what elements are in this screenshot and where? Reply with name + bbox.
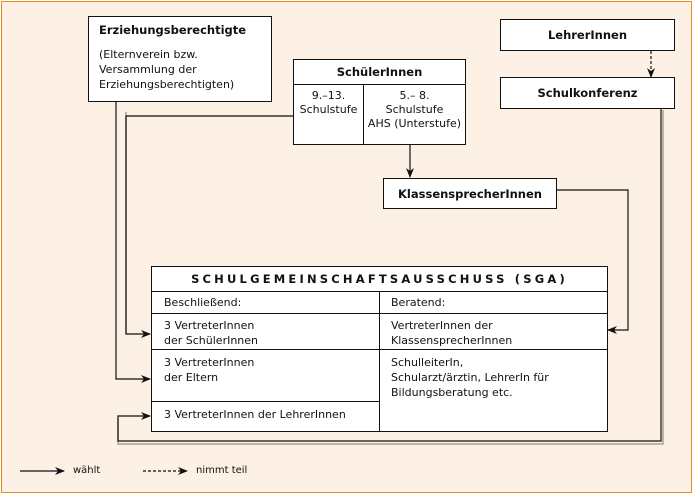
sga-right-row-line: Bildungsberatung etc. xyxy=(391,386,513,399)
edge-schueler-sga xyxy=(125,115,293,338)
divider xyxy=(152,349,607,350)
node-title: KlassensprecherInnen xyxy=(398,187,542,201)
edge-klassensprecher-sga xyxy=(556,189,629,334)
divider xyxy=(379,291,380,431)
node-cell-line: Schulstufe xyxy=(385,103,444,116)
sga-title: SCHULGEMEINSCHAFTSAUSSCHUSS (SGA) xyxy=(191,272,568,286)
node-title: SchülerInnen xyxy=(336,65,423,79)
legend-dashed-label: nimmt teil xyxy=(196,465,248,476)
node-lehrerinnen: LehrerInnen xyxy=(500,19,675,51)
sga-left-row-line: 3 VertreterInnen xyxy=(164,319,255,332)
node-title: LehrerInnen xyxy=(547,28,628,42)
node-cell-line: 9.–13. xyxy=(311,89,346,102)
divider xyxy=(152,313,607,314)
sga-left-header: Beschließend: xyxy=(164,296,242,309)
sga-left-row-line: der Eltern xyxy=(164,371,219,384)
node-cell-line: Schulstufe xyxy=(299,103,358,116)
node-subtitle-line: Erziehungsberechtigten) xyxy=(99,78,235,91)
sga-right-row-line: KlassensprecherInnen xyxy=(391,334,513,347)
sga-right-row-line: VertreterInnen der xyxy=(391,319,493,332)
sga-right-row-line: Schularzt/ärztin, LehrerIn für xyxy=(391,371,549,384)
divider xyxy=(294,84,465,85)
divider xyxy=(152,401,379,402)
node-cell-line: AHS (Unterstufe) xyxy=(367,117,462,130)
node-klassensprecherinnen: KlassensprecherInnen xyxy=(383,178,557,209)
divider xyxy=(363,84,364,144)
sga-left-row-line: 3 VertreterInnen xyxy=(164,356,255,369)
edge-schulkonferenz-sga xyxy=(117,108,662,442)
node-cell-line: 5.– 8. xyxy=(399,89,430,102)
node-sga: SCHULGEMEINSCHAFTSAUSSCHUSS (SGA) Beschl… xyxy=(151,266,608,432)
node-subtitle-line: Versammlung der xyxy=(99,63,197,76)
sga-left-row-line: der SchülerInnen xyxy=(164,334,259,347)
node-subtitle-line: (Elternverein bzw. xyxy=(99,48,198,61)
edge-eltern-sga xyxy=(115,102,151,383)
sga-right-row-line: SchulleiterIn, xyxy=(391,356,464,369)
node-title: Schulkonferenz xyxy=(537,86,638,100)
legend-solid-label: wählt xyxy=(73,465,101,476)
node-schulkonferenz: Schulkonferenz xyxy=(500,77,675,109)
node-title: Erziehungsberechtigte xyxy=(99,23,247,37)
node-erziehungsberechtigte: Erziehungsberechtigte (Elternverein bzw.… xyxy=(88,16,272,102)
node-schuelerinnen: SchülerInnen 9.–13. Schulstufe 5.– 8. Sc… xyxy=(293,59,466,145)
sga-right-header: Beratend: xyxy=(391,296,446,309)
sga-left-row-line: 3 VertreterInnen der LehrerInnen xyxy=(164,408,346,421)
